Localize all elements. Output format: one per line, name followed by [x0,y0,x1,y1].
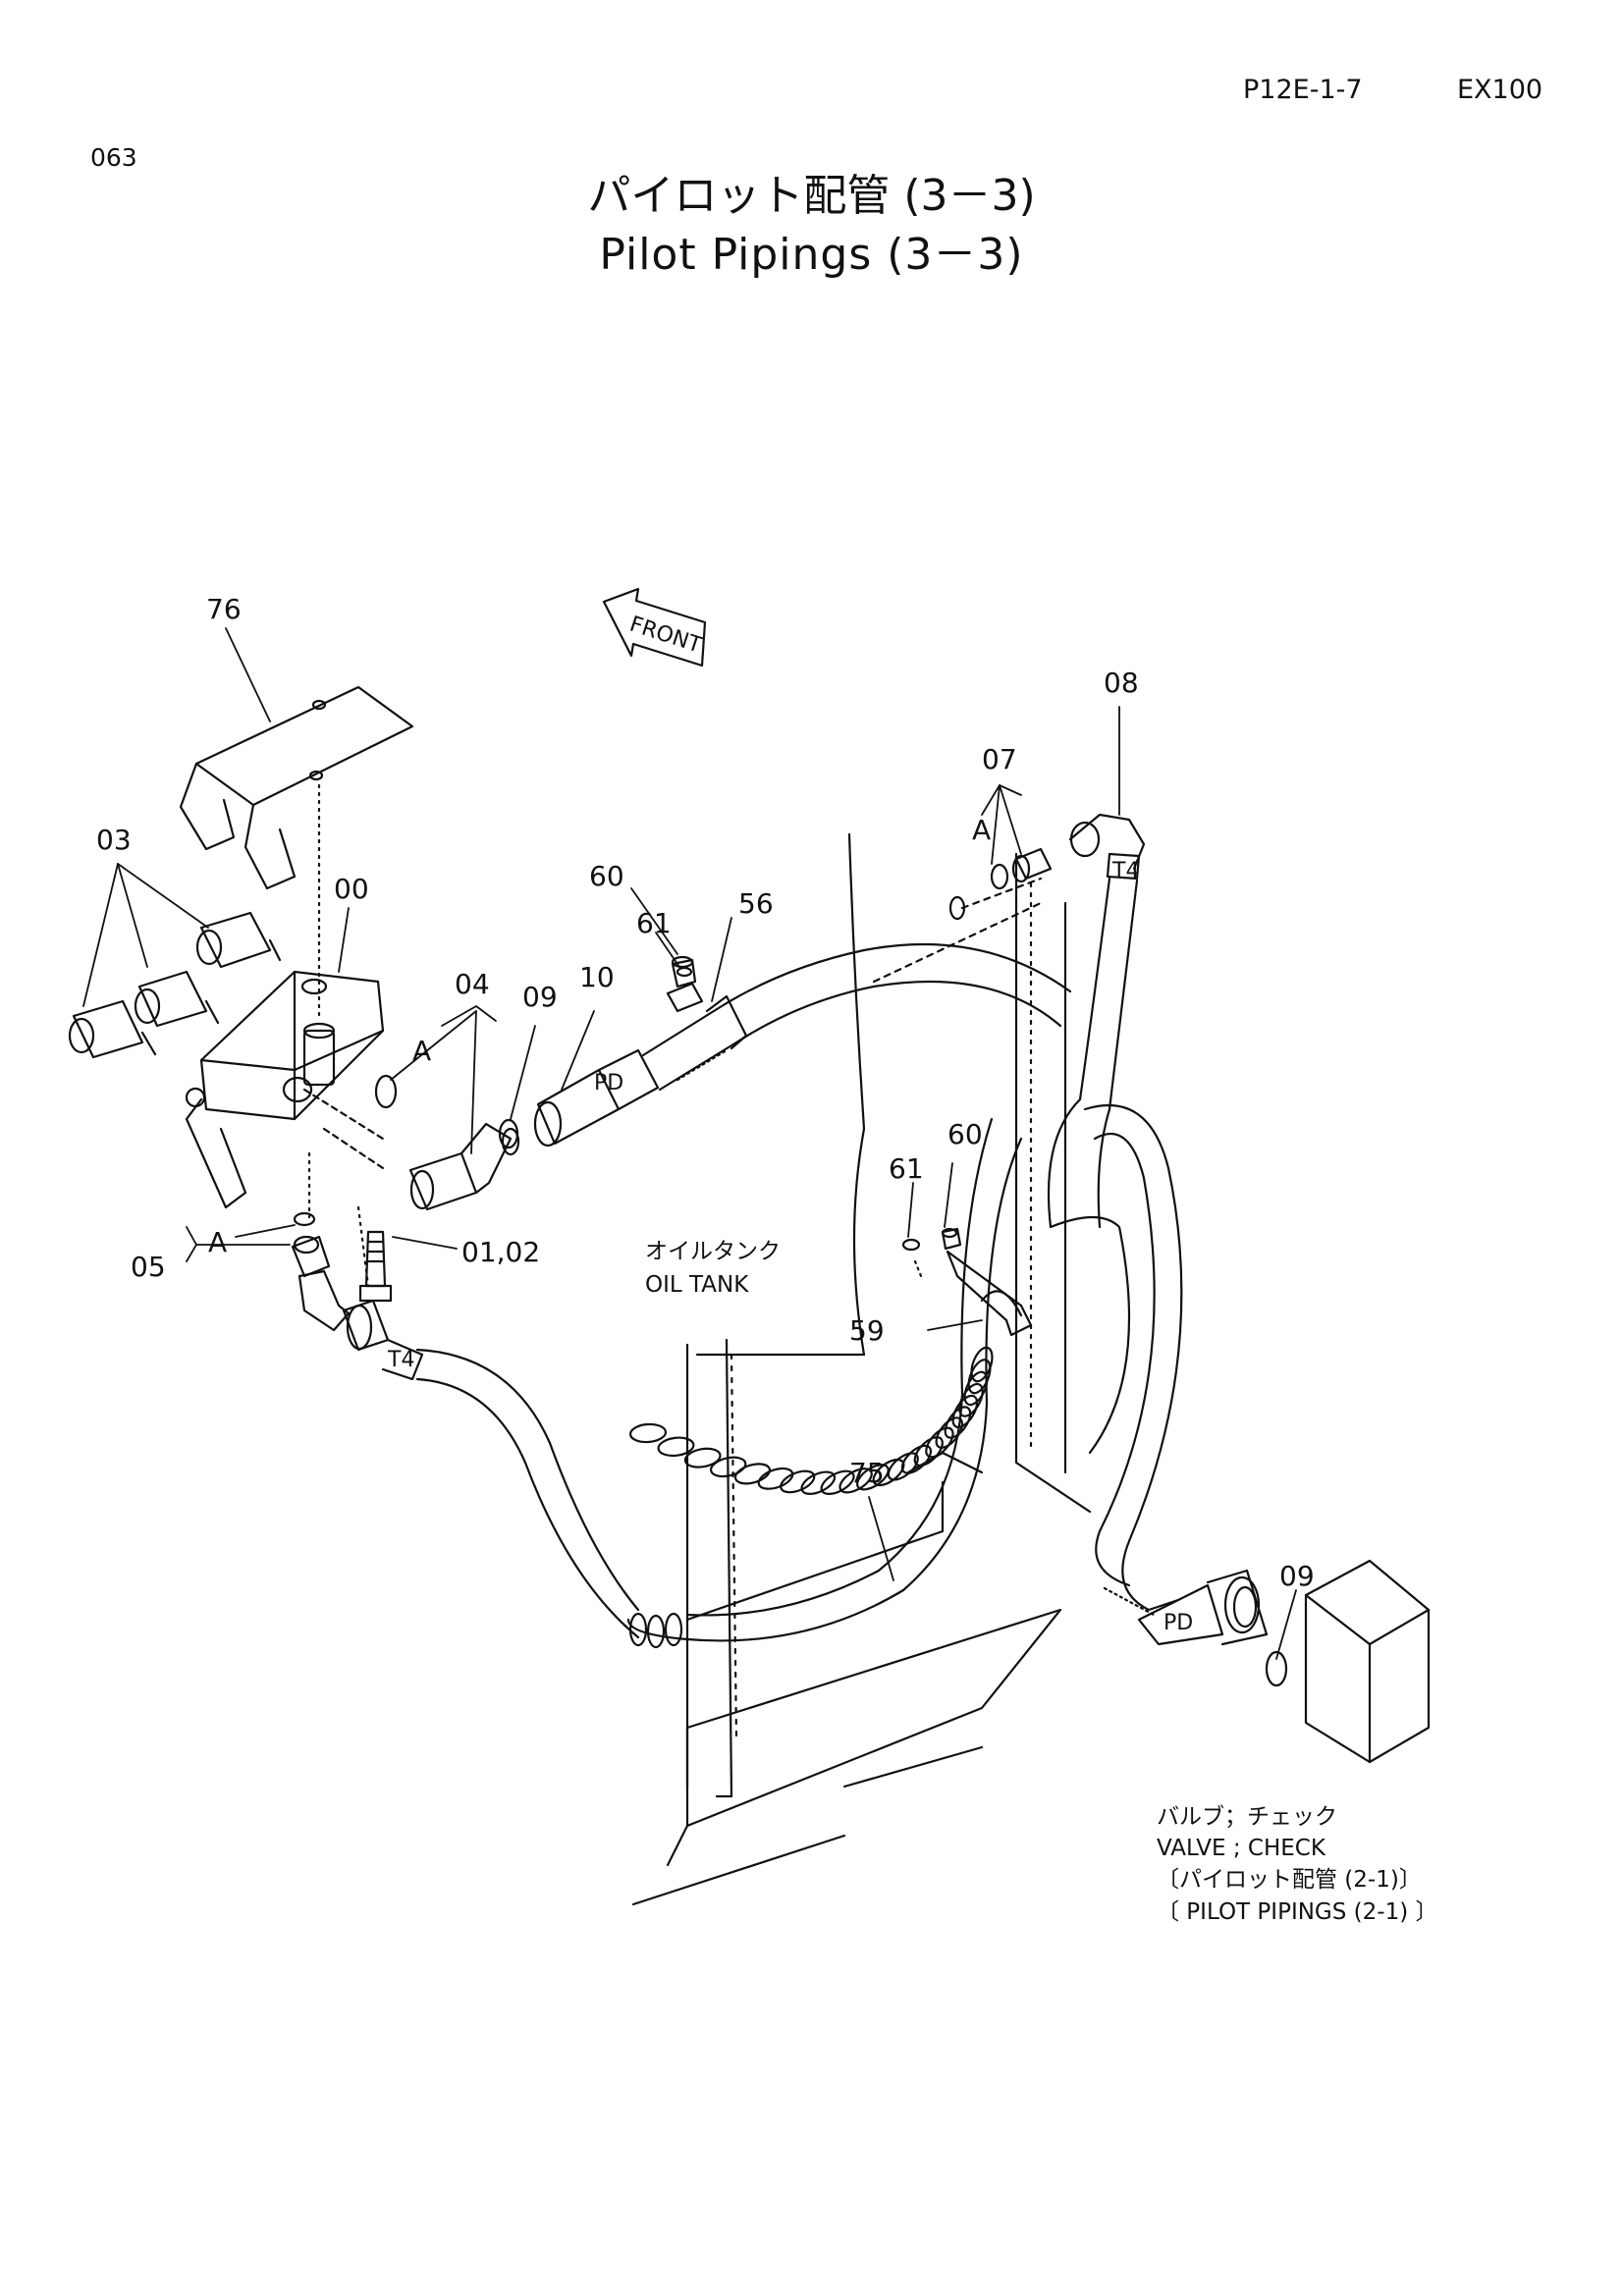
spiral-ring [967,1359,992,1395]
callout-61-lower: 61 [889,1152,924,1185]
spiral-protector [628,1346,994,1649]
oil-tank-label-japanese: オイルタンク [645,1239,781,1264]
callout-59: 59 [849,1314,885,1347]
leader-lines [82,627,1297,1660]
callout-labels: 76 03 00 04 A 09 10 60 61 56 07 A 08 05 … [96,593,1315,1592]
valve-note-line4: 〔 PILOT PIPINGS (2-1) 〕 [1157,1899,1438,1925]
hose-mark-t4-left: T4 [387,1348,414,1372]
callout-a-04: A [412,1035,431,1067]
valve-note-line1: バルブ；チェック [1157,1804,1337,1830]
callout-60-lower: 60 [947,1118,983,1150]
check-valve-box [1304,1559,1431,1764]
spiral-ring [963,1370,989,1407]
spiral-ring [664,1612,683,1647]
lower-left-hose: T4 [291,1205,640,1639]
bolt [358,1230,393,1303]
spiral-ring [925,1426,954,1459]
pressure-switches [68,911,282,1059]
callout-01-02: 01,02 [461,1236,540,1268]
oil-tank-label-english: OIL TANK [645,1272,749,1298]
callout-04: 04 [455,968,490,1000]
callout-00: 00 [334,873,369,905]
title-japanese: パイロット配管 (3－3) [587,171,1036,221]
callout-09-lower: 09 [1279,1560,1315,1592]
oil-tank-label: オイルタンク OIL TANK [645,1239,781,1298]
callout-76: 76 [206,593,242,625]
hose-mark-t4-right: T4 [1111,859,1139,883]
model-number: EX100 [1457,75,1543,105]
callout-61-upper: 61 [636,907,672,939]
valve-07-fittings [948,847,1053,921]
valve-check-note: バルブ；チェック VALVE ; CHECK 〔パイロット配管 (2-1)〕 〔… [1157,1804,1438,1925]
elbow-and-fitting: PD [374,1048,660,1211]
callout-75: 75 [849,1457,885,1489]
spiral-ring [780,1469,816,1494]
title-english: Pilot Pipings (3－3) [599,230,1024,280]
spiral-ring [733,1463,772,1485]
spiral-ring [657,1436,695,1458]
upper-clamp [666,955,704,1013]
spiral-ring [944,1406,972,1439]
mounting-bracket [179,685,414,1023]
spiral-ring [951,1394,979,1428]
hose-mark-pd-lower: PD [1163,1611,1193,1635]
valve-note-line3: 〔パイロット配管 (2-1)〕 [1157,1867,1422,1893]
valve-block [185,970,385,1219]
middle-hose-with-protector [626,1117,1023,1642]
lower-clamp [901,1227,1033,1337]
spiral-ring [646,1614,666,1649]
callout-07: 07 [982,743,1017,775]
page-code: P12E-1-7 [1243,75,1363,105]
spiral-ring [958,1382,984,1417]
callout-10: 10 [579,961,615,993]
callout-08: 08 [1104,667,1139,699]
spiral-ring [757,1467,794,1490]
spiral-ring [935,1416,964,1449]
front-arrow-icon: FRONT [602,587,707,667]
callout-a-05: A [208,1226,227,1258]
valve-note-line2: VALVE ; CHECK [1157,1836,1326,1861]
upper-hose [641,877,1072,1092]
callout-09-upper: 09 [522,981,558,1013]
hose-mark-pd-upper: PD [594,1071,623,1095]
right-hose: T4 PD [1047,813,1288,1687]
oil-tank-shape [631,832,1092,1906]
callout-56: 56 [738,887,774,920]
callout-a-07: A [972,814,991,846]
spiral-ring [683,1447,722,1468]
callout-03: 03 [96,824,132,856]
page-number: 063 [90,143,137,172]
callout-05: 05 [131,1251,166,1283]
callout-60-upper: 60 [589,860,624,892]
spiral-ring [628,1422,668,1444]
spiral-ring [709,1456,747,1478]
